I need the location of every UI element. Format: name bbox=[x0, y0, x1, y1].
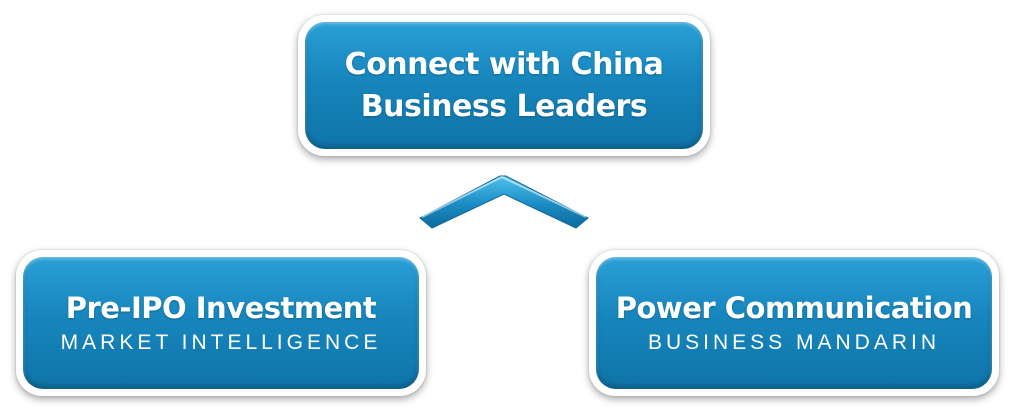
right-box-subtitle: BUSINESS MANDARIN bbox=[647, 331, 941, 354]
top-box-line2: Business Leaders bbox=[360, 88, 648, 124]
chevron-up-connector bbox=[419, 175, 589, 229]
power-communication-box: Power Communication BUSINESS MANDARIN bbox=[596, 257, 992, 389]
left-box-title: Pre-IPO Investment bbox=[65, 291, 377, 325]
left-box-subtitle: MARKET INTELLIGENCE bbox=[60, 331, 382, 354]
top-box-line1: Connect with China bbox=[344, 46, 664, 82]
connect-china-leaders-box: Connect with China Business Leaders bbox=[305, 22, 703, 149]
top-box-frame: Connect with China Business Leaders bbox=[298, 15, 710, 156]
left-box-frame: Pre-IPO Investment MARKET INTELLIGENCE bbox=[16, 250, 426, 396]
right-box-frame: Power Communication BUSINESS MANDARIN bbox=[589, 250, 999, 396]
pre-ipo-investment-box: Pre-IPO Investment MARKET INTELLIGENCE bbox=[23, 257, 419, 389]
right-box-title: Power Communication bbox=[615, 291, 973, 325]
